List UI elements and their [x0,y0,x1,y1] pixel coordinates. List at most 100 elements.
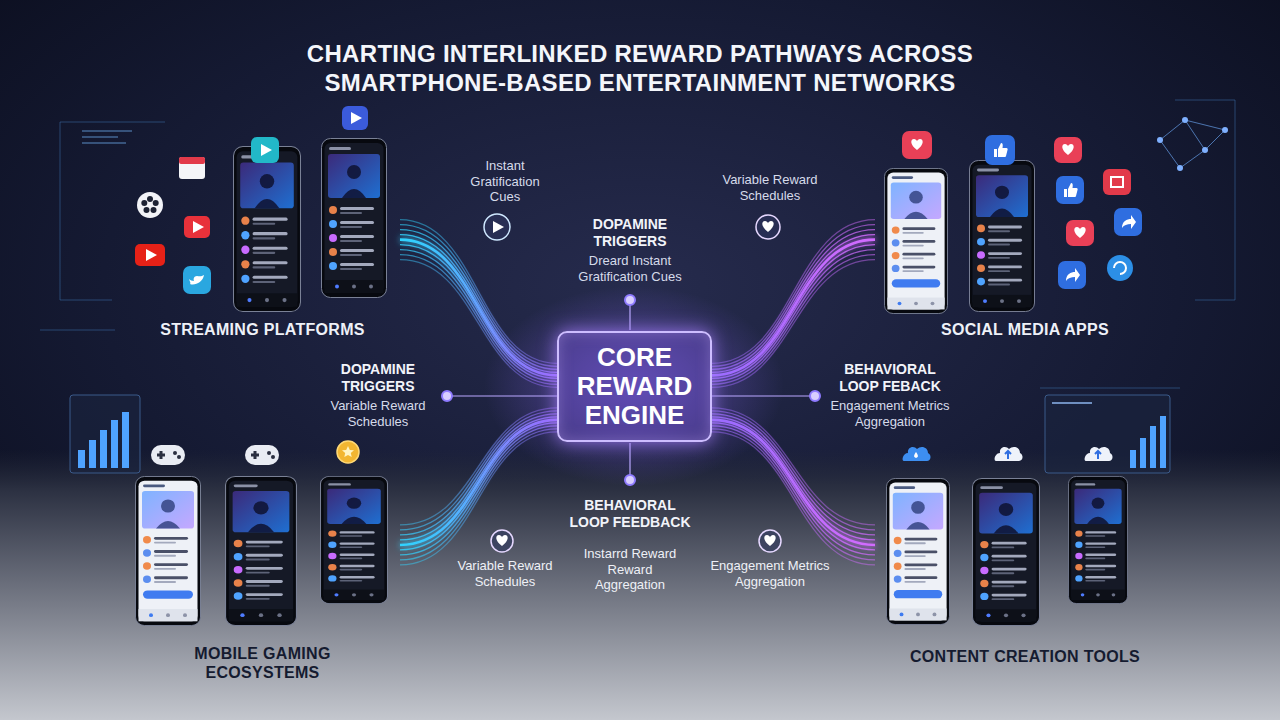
calendar-top [179,157,205,164]
flow-strand [400,250,557,382]
gamepad-icon [245,445,279,465]
play-triangle [493,221,504,233]
flow-glow [400,240,557,376]
thumbs-up-icon [985,135,1015,165]
gamepad-icon [151,445,185,465]
upload-arrow [1005,451,1011,459]
leader-line [629,443,630,475]
callout-text: Engagement Metrics Aggregation [826,398,954,429]
video-play-icon [251,137,279,163]
play-triangle [146,249,157,261]
chart-bar [78,450,85,468]
heart-icon [1054,137,1082,163]
smartphone [322,139,387,298]
connector-dot [625,475,635,485]
platform-group: MOBILE GAMING ECOSYSTEMS [125,462,400,688]
gamepad-dpad [160,451,163,459]
faux-text-line [82,130,132,132]
thumbs-up-icon [1056,176,1084,204]
video-play-icon [135,244,165,266]
flow-connector [712,240,875,376]
chart-bar [111,420,118,468]
flow-glow [712,240,875,376]
flow-strand [400,432,557,565]
heart-shape [762,221,773,232]
callout-text: Dreard Instant Gratification Cues [573,253,687,284]
thumbs-up-icon [1056,176,1084,204]
film-reel-hole [151,207,157,213]
leader-line [629,305,630,330]
leader-line [452,395,557,396]
flow-strand [400,230,557,370]
smartphone [321,476,388,603]
thumb-shape [1064,183,1078,197]
network-graph [1160,120,1225,168]
heart-shape [496,535,507,546]
gamepad-button [173,451,177,455]
flow-connector [400,240,557,376]
gamepad-button [267,451,271,455]
cloud-drop [914,452,918,458]
floor-plane [0,450,1280,720]
calendar-icon [179,157,205,179]
callout-text: Variable Reward Schedules [714,172,826,203]
group-title: SOCIAL MEDIA APPS [895,320,1155,339]
faux-text-line [82,136,118,138]
platform-group: SOCIAL MEDIA APPS [875,130,1175,345]
cloud-upload-icon [1085,447,1113,461]
thumb-shape [994,143,1008,157]
cloud-upload-icon [1085,447,1113,461]
gamepad-button [177,455,181,459]
video-play-icon [135,244,165,266]
gamepad-icon [151,445,185,465]
refresh-icon [1107,255,1133,281]
video-badge-icon [1103,169,1131,195]
thumbs-up-icon [985,135,1015,165]
flow-connector [400,420,557,545]
network-node [1202,147,1208,153]
core-glow [484,286,784,486]
heart-node-icon [759,530,781,552]
video-badge-icon [1103,169,1131,195]
badge-shape [1111,177,1123,187]
smartphone [886,478,949,624]
network-node [1182,117,1188,123]
video-play-icon [342,106,368,130]
video-play-icon [184,216,210,238]
share-icon [1114,208,1142,236]
flow-bundle [712,408,875,565]
flow-bundle [400,408,557,565]
play-triangle [193,221,204,233]
smartphone [234,147,301,312]
film-reel-hole [153,200,159,206]
network-node [1177,165,1183,171]
flow-strand [712,426,875,555]
calendar-icon [179,157,205,179]
chart-bar [100,430,107,468]
flow-strand [712,432,875,565]
gamepad-icon [245,445,279,465]
share-arrow [1122,215,1136,229]
heart-node-icon [759,530,781,552]
heart-node-icon [491,530,513,552]
flow-strand [400,414,557,535]
smartphone [226,476,297,625]
group-title: CONTENT CREATION TOOLS [895,647,1155,666]
flow-glow [712,420,875,545]
cloud-icon [903,447,931,461]
film-reel-hole [141,200,147,206]
smartphone [136,476,201,625]
flow-connector [712,420,875,545]
bird-shape [189,275,204,285]
chart-panel [70,395,140,473]
gamepad-button [271,455,275,459]
flow-strand [400,426,557,555]
medal-icon [337,441,359,463]
flow-strand [712,230,875,370]
play-triangle [351,112,362,124]
medal-star [342,446,354,457]
heart-node-icon [756,215,780,239]
group-title: MOBILE GAMING ECOSYSTEMS [178,644,348,682]
heart-icon [1066,220,1094,246]
flow-strand [400,411,557,530]
